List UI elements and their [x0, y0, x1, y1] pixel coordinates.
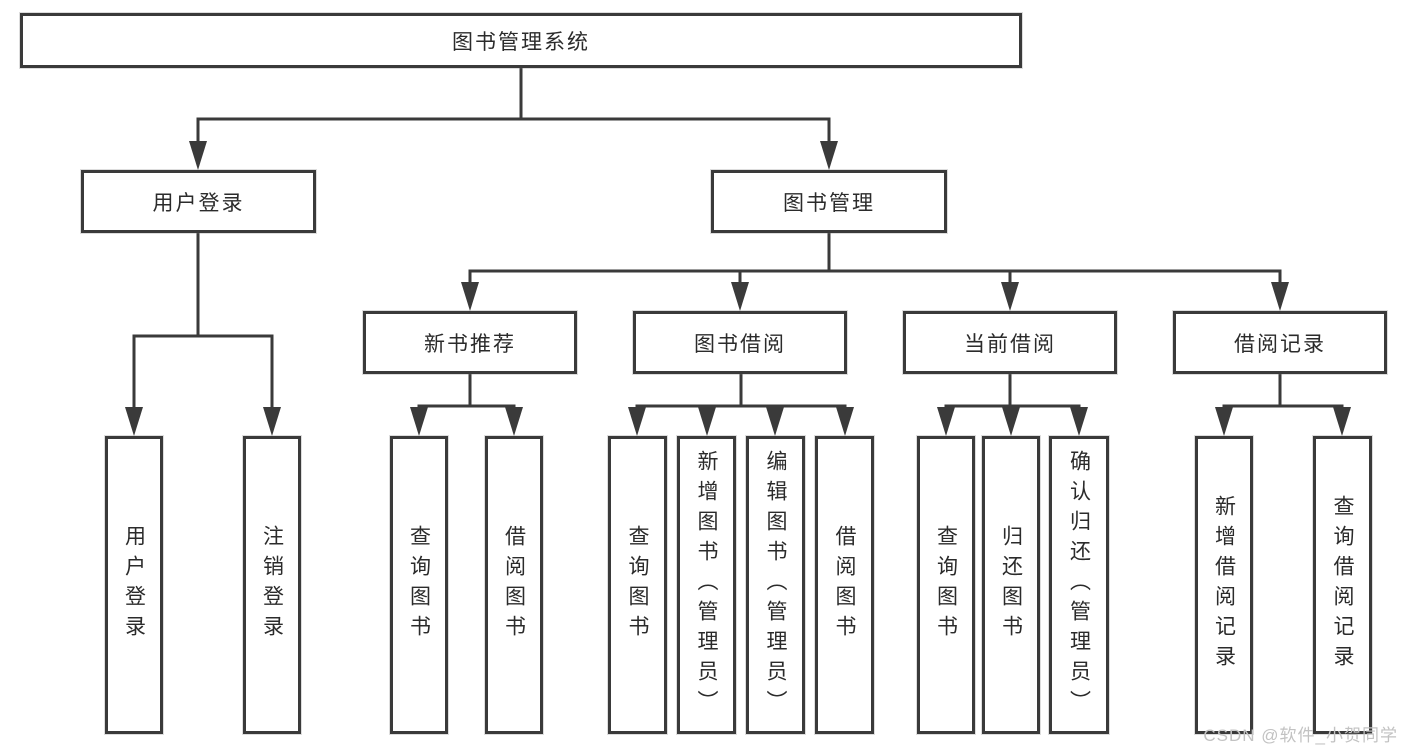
leaf-add-borrow-record: 新增借阅记录: [1195, 436, 1253, 734]
node-label: 注销登录: [260, 525, 284, 645]
leaf-query-books-borrow: 查询图书: [608, 436, 667, 734]
node-label: 图书借阅: [694, 332, 786, 356]
node-label: 借阅记录: [1234, 332, 1326, 356]
leaf-borrow-books: 借阅图书: [815, 436, 874, 734]
node-book-management: 图书管理: [711, 170, 947, 233]
node-label: 用户登录: [122, 525, 146, 645]
node-root-library-system: 图书管理系统: [20, 13, 1022, 68]
node-label: 新增借阅记录: [1212, 495, 1236, 675]
leaf-borrow-books-recommend: 借阅图书: [485, 436, 543, 734]
node-label: 当前借阅: [964, 332, 1056, 356]
node-book-borrow: 图书借阅: [633, 311, 847, 374]
leaf-user-login: 用户登录: [105, 436, 163, 734]
leaf-query-books-recommend: 查询图书: [390, 436, 448, 734]
leaf-confirm-return-admin: 确认归还（管理员）: [1049, 436, 1109, 734]
node-label: 查询图书: [626, 525, 649, 645]
node-label: 编辑图书（管理员）: [764, 450, 787, 720]
node-label: 新书推荐: [424, 332, 516, 356]
node-new-book-recommend: 新书推荐: [363, 311, 577, 374]
node-label: 借阅图书: [833, 525, 856, 645]
leaf-return-books: 归还图书: [982, 436, 1040, 734]
node-label: 图书管理: [783, 191, 875, 215]
node-label: 查询图书: [407, 525, 431, 645]
node-current-borrow: 当前借阅: [903, 311, 1117, 374]
node-label: 图书管理系统: [452, 30, 590, 54]
leaf-add-book-admin: 新增图书（管理员）: [677, 436, 736, 734]
node-label: 查询图书: [934, 525, 958, 645]
node-label: 确认归还（管理员）: [1067, 450, 1091, 720]
leaf-query-borrow-record: 查询借阅记录: [1313, 436, 1372, 734]
leaf-logout: 注销登录: [243, 436, 301, 734]
node-label: 归还图书: [999, 525, 1023, 645]
node-user-login: 用户登录: [81, 170, 316, 233]
csdn-watermark: CSDN @软件_小贺同学: [1203, 726, 1398, 745]
leaf-query-books-current: 查询图书: [917, 436, 975, 734]
node-label: 用户登录: [152, 191, 245, 215]
node-label: 借阅图书: [502, 525, 526, 645]
leaf-edit-book-admin: 编辑图书（管理员）: [746, 436, 805, 734]
node-label: 新增图书（管理员）: [695, 450, 718, 720]
node-label: 查询借阅记录: [1331, 495, 1354, 675]
node-borrow-records: 借阅记录: [1173, 311, 1387, 374]
